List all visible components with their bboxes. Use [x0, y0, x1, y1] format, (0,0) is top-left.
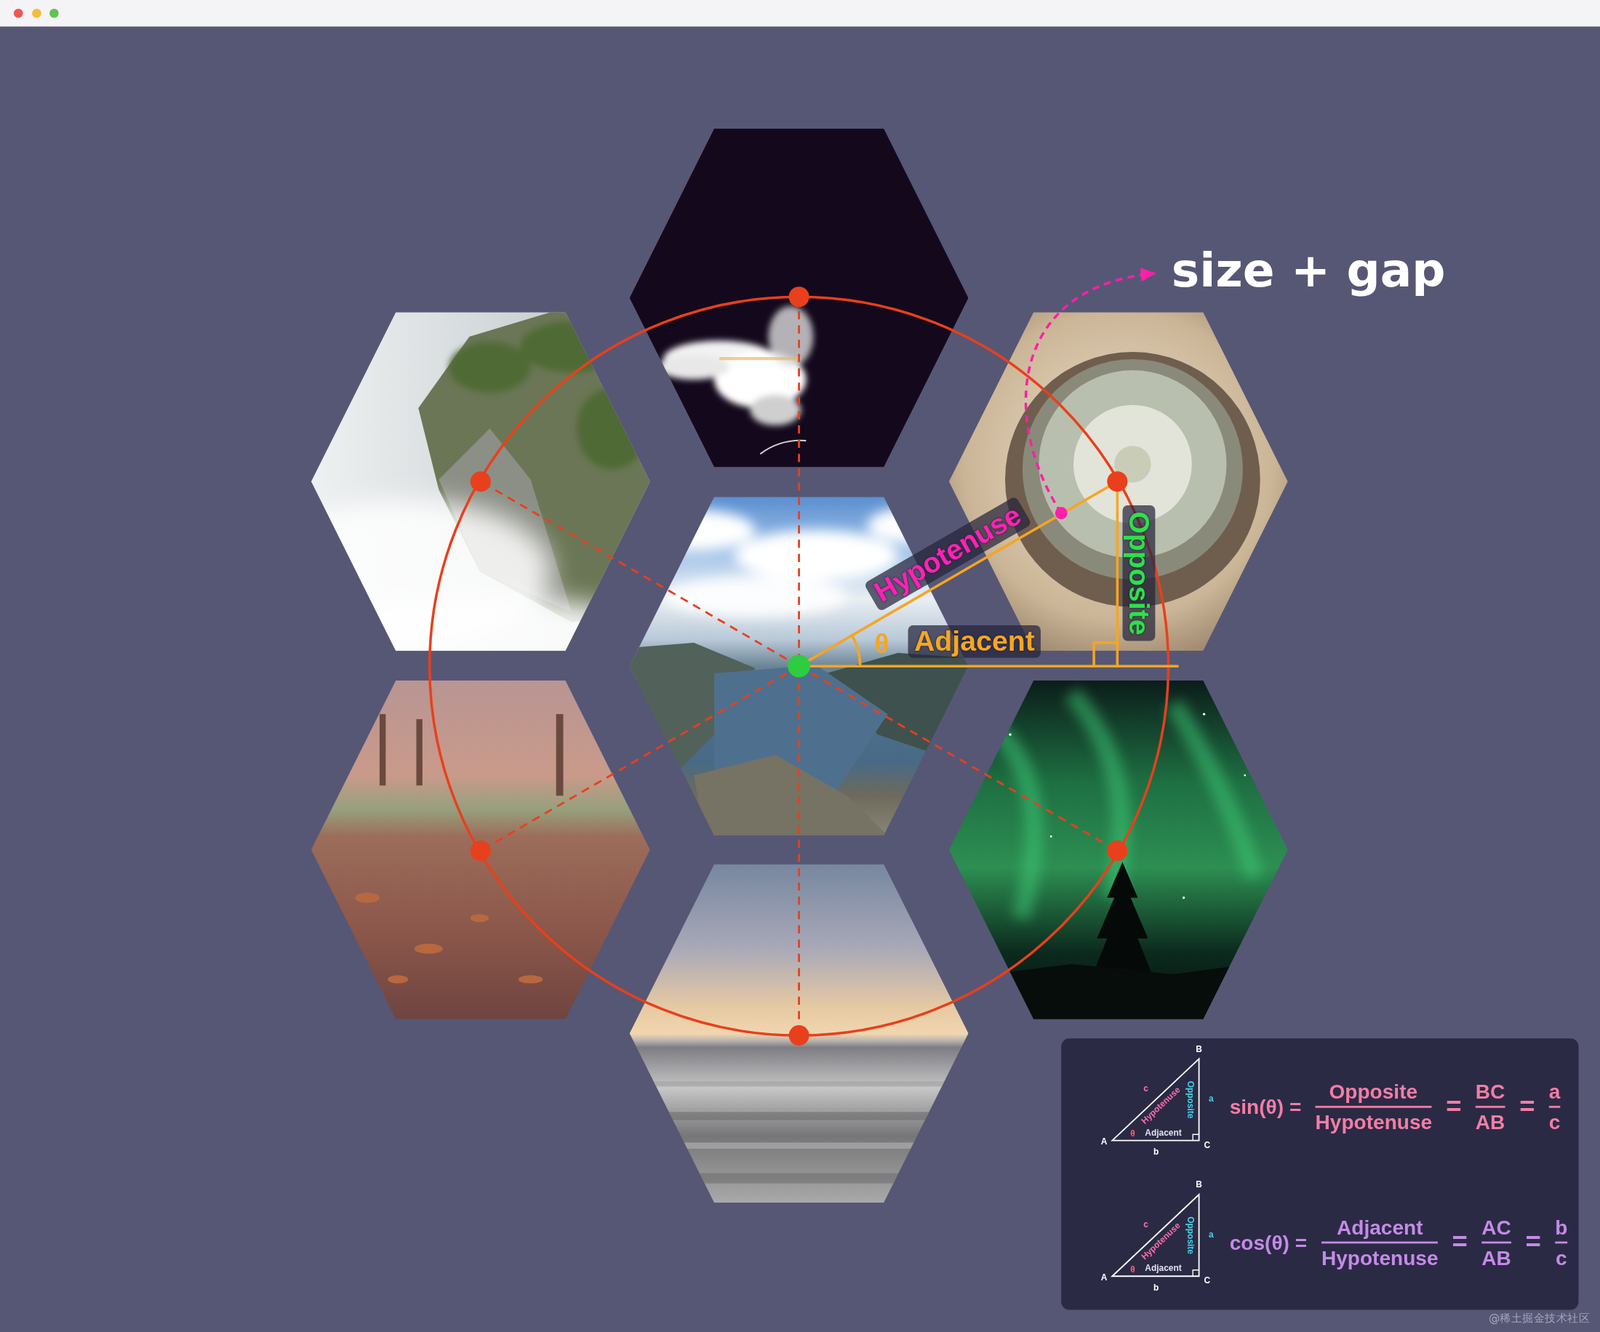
side-label: a	[1208, 1230, 1214, 1241]
denominator: Hypotenuse	[1321, 1246, 1439, 1270]
side-name: Opposite	[1184, 1081, 1195, 1120]
corner-label: A	[1101, 1273, 1108, 1284]
fraction-bar	[1554, 1242, 1568, 1245]
corner-label: B	[1195, 1181, 1203, 1192]
center-dot	[787, 655, 811, 678]
denominator: AB	[1475, 1110, 1506, 1134]
numerator: AC	[1481, 1216, 1512, 1240]
equals-sign: =	[1519, 1091, 1535, 1123]
theta-label: θ	[874, 629, 889, 661]
side-label: a	[1208, 1095, 1214, 1106]
denominator: AB	[1481, 1246, 1512, 1270]
corner-label: C	[1204, 1141, 1211, 1152]
numerator: Adjacent	[1336, 1216, 1424, 1240]
size-gap-label: size + gap	[1171, 243, 1446, 298]
equals-sign: =	[1445, 1091, 1462, 1123]
window-dot	[32, 8, 42, 19]
triangle-figure	[1112, 1194, 1199, 1277]
triangle-figure	[1112, 1058, 1199, 1141]
fraction-bar	[1321, 1242, 1438, 1245]
corner-label: B	[1195, 1045, 1203, 1056]
angle-label: θ	[1130, 1129, 1135, 1140]
window-bar	[0, 0, 1600, 27]
adjacent-label: Adjacent	[908, 625, 1042, 659]
denominator: Hypotenuse	[1315, 1110, 1433, 1134]
hexagon-photo	[265, 312, 654, 679]
function-label: cos(θ) =	[1229, 1231, 1307, 1255]
side-label: c	[1143, 1220, 1149, 1231]
opposite-label: Opposite	[1122, 505, 1155, 642]
window-dot	[13, 8, 24, 19]
watermark: @稀土掘金技术社区	[1488, 1312, 1590, 1326]
numerator: b	[1554, 1216, 1568, 1240]
angle-label: θ	[1130, 1265, 1135, 1276]
side-label: c	[1143, 1085, 1149, 1096]
hexagon-centers	[470, 286, 1128, 1046]
hexagon-photo	[949, 680, 1289, 1021]
fraction-bar	[1481, 1242, 1512, 1245]
function-label: sin(θ) =	[1229, 1095, 1302, 1119]
right-angle-mark	[1192, 1270, 1199, 1277]
right-angle-mark	[1192, 1134, 1199, 1141]
denominator: c	[1549, 1110, 1561, 1134]
equals-sign: =	[1525, 1227, 1542, 1259]
side-name: Adjacent	[1144, 1128, 1182, 1139]
side-name: Opposite	[1184, 1216, 1195, 1255]
leader-arrow	[1025, 273, 1155, 514]
numerator: Opposite	[1328, 1080, 1418, 1104]
side-label: b	[1153, 1148, 1159, 1159]
numerator: a	[1549, 1080, 1561, 1104]
fraction-bar	[1549, 1106, 1560, 1109]
formula-panel: BcHypotenuseOppositeaθAAdjacentCbsin(θ) …	[1061, 1038, 1579, 1310]
corner-label: A	[1101, 1138, 1108, 1149]
numerator: BC	[1475, 1080, 1506, 1104]
corner-label: C	[1204, 1276, 1211, 1287]
window-dot	[49, 8, 59, 19]
side-label: b	[1153, 1283, 1159, 1294]
hexagon-photo	[311, 680, 651, 1021]
denominator: c	[1555, 1246, 1568, 1270]
leader-dot	[1055, 506, 1068, 520]
panel-ground	[1061, 1038, 1579, 1310]
right-triangle	[799, 481, 1179, 667]
side-name: Adjacent	[1144, 1264, 1182, 1275]
equals-sign: =	[1452, 1227, 1468, 1259]
fraction-bar	[1475, 1106, 1506, 1109]
hexagon-photo	[949, 312, 1289, 652]
fraction-bar	[1315, 1106, 1432, 1109]
